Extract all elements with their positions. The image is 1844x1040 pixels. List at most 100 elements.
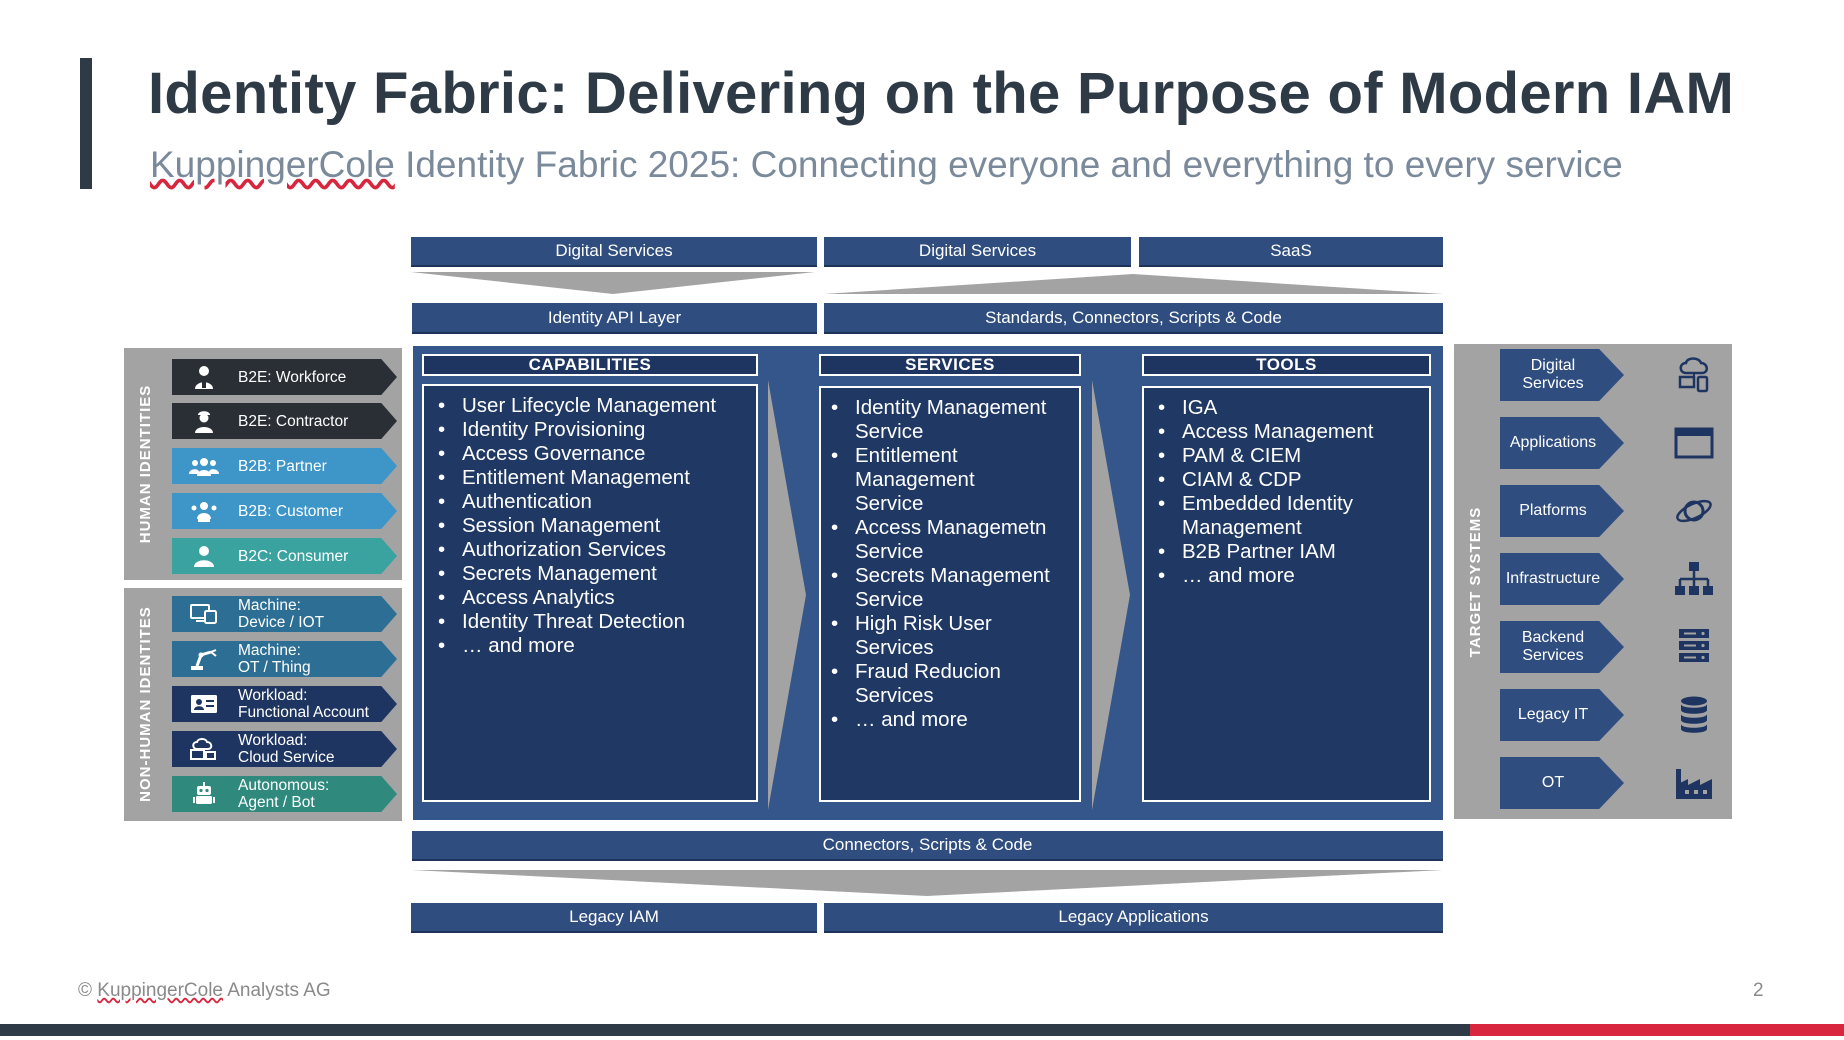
workforce-icon — [186, 359, 222, 395]
tool-item-line: PAM & CIEM — [1182, 444, 1302, 467]
target-system-ot: OT — [1500, 757, 1624, 809]
chip-line2: Cloud Service — [238, 749, 335, 766]
chip-label: Machine:Device / IOT — [238, 597, 324, 631]
target-system-label: Infrastructure — [1506, 570, 1600, 588]
identity-workload-functional: Workload:Functional Account — [172, 686, 397, 722]
identity-b2e-contractor: B2E: Contractor — [172, 403, 397, 439]
identity-machine-ot: Machine:OT / Thing — [172, 641, 397, 677]
capability-item: Identity Threat Detection — [432, 610, 748, 634]
top-funnel-right — [824, 274, 1443, 294]
capability-item: Authorization Services — [432, 538, 748, 562]
footer-strip-dark — [0, 1024, 1470, 1036]
chip-label: B2B: Customer — [238, 502, 344, 520]
capability-item: Authentication — [432, 490, 748, 514]
capability-item: Session Management — [432, 514, 748, 538]
subtitle-brand: KuppingerCole — [150, 144, 395, 185]
service-item-line: Fraud Reducion Services — [855, 660, 1001, 707]
band-digital-services-2: Digital Services — [824, 237, 1131, 267]
identity-b2c-consumer: B2C: Consumer — [172, 538, 397, 574]
human-identities-label: HUMAN IDENTITIES — [137, 384, 154, 544]
service-item-line: Secrets Management — [855, 564, 1050, 587]
chip-line2: Agent / Bot — [238, 794, 315, 811]
capability-item: Entitlement Management — [432, 466, 748, 490]
target-system-platforms: Platforms — [1500, 485, 1624, 537]
capability-item: Access Analytics — [432, 586, 748, 610]
tool-item: Access Management — [1152, 420, 1421, 444]
chip-label: Workload:Cloud Service — [238, 732, 335, 766]
identity-b2b-partner: B2B: Partner — [172, 448, 397, 484]
service-item: … and more — [825, 708, 1071, 732]
identity-b2e-workforce: B2E: Workforce — [172, 359, 397, 395]
tool-item-line: IGA — [1182, 396, 1218, 419]
subtitle-text: Identity Fabric 2025: Connecting everyon… — [394, 144, 1623, 185]
chip-label: B2E: Workforce — [238, 368, 347, 386]
target-line1: Digital — [1530, 357, 1576, 374]
partner-icon — [186, 448, 222, 484]
service-item: High Risk User Services — [825, 612, 1071, 660]
target-system-applications: Applications — [1500, 417, 1624, 469]
bottom-funnel-arrow — [412, 870, 1443, 896]
footer-copyright: © KuppingerCole Analysts AG — [78, 980, 331, 1002]
tool-item: IGA — [1152, 396, 1421, 420]
band-identity-api-layer: Identity API Layer — [412, 303, 817, 334]
contractor-icon — [186, 403, 222, 439]
tool-item: … and more — [1152, 564, 1421, 588]
top-funnel-arrows — [411, 272, 1443, 294]
device-icon — [186, 596, 222, 632]
footer-brand: KuppingerCole — [97, 980, 223, 1001]
capability-item: User Lifecycle Management — [432, 394, 748, 418]
tool-item-line: Access Management — [1182, 420, 1374, 443]
cloud-service-icon — [186, 731, 222, 767]
tool-item-line: … and more — [1182, 564, 1295, 587]
chip-label: B2B: Partner — [238, 457, 327, 475]
capability-item: Identity Provisioning — [432, 418, 748, 442]
target-line2: Services — [1522, 375, 1584, 392]
target-system-label: Applications — [1510, 434, 1596, 452]
target-system-infrastructure: Infrastructure — [1500, 553, 1624, 605]
identity-machine-device: Machine:Device / IOT — [172, 596, 397, 632]
chip-label: Autonomous:Agent / Bot — [238, 777, 329, 811]
services-box: Identity ManagementServiceEntitlement Ma… — [819, 386, 1081, 802]
top-funnel-left — [411, 272, 815, 294]
chip-line1: Autonomous: — [238, 777, 330, 794]
services-header: SERVICES — [819, 354, 1081, 376]
target-line1: OT — [1541, 774, 1565, 791]
tool-item-line: B2B Partner IAM — [1182, 540, 1336, 563]
target-system-legacy-it: Legacy IT — [1500, 689, 1624, 741]
chip-line2: Functional Account — [238, 704, 369, 721]
service-item-line: Access Managemetn — [855, 516, 1047, 539]
target-line1: Applications — [1509, 434, 1597, 451]
copyright-symbol: © — [78, 980, 92, 1001]
page-title: Identity Fabric: Delivering on the Purpo… — [148, 61, 1735, 126]
capability-item: Secrets Management — [432, 562, 748, 586]
footer-strip-red — [1470, 1024, 1844, 1036]
capability-item: … and more — [432, 634, 748, 658]
chip-line1: Machine: — [238, 597, 301, 614]
tool-item-line: Management — [1182, 516, 1302, 539]
factory-icon — [1672, 761, 1716, 805]
target-line2: Services — [1522, 647, 1584, 664]
services-list: Identity ManagementServiceEntitlement Ma… — [825, 396, 1071, 732]
band-connectors: Connectors, Scripts & Code — [412, 831, 1443, 861]
tools-list: IGAAccess ManagementPAM & CIEMCIAM & CDP… — [1152, 396, 1421, 588]
target-line1: Infrastructure — [1505, 570, 1601, 587]
band-digital-services-1: Digital Services — [411, 237, 817, 267]
chip-line1: Workload: — [238, 687, 308, 704]
tool-item: B2B Partner IAM — [1152, 540, 1421, 564]
tool-item: CIAM & CDP — [1152, 468, 1421, 492]
target-systems-label: TARGET SYSTEMS — [1467, 506, 1484, 658]
service-item-line: Service — [855, 420, 924, 443]
chip-label: B2E: Contractor — [238, 412, 349, 430]
capabilities-box: User Lifecycle ManagementIdentity Provis… — [422, 384, 758, 802]
target-line1: Legacy IT — [1517, 706, 1589, 723]
chip-label: Machine:OT / Thing — [238, 642, 311, 676]
service-item-line: Service — [855, 588, 924, 611]
robot-arm-icon — [186, 641, 222, 677]
